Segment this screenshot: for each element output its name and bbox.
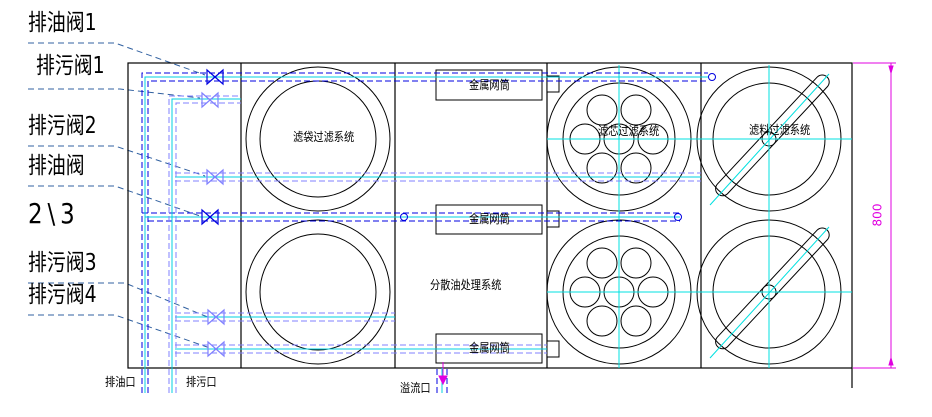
pipe-end-cap [708,73,716,81]
valves [201,68,225,358]
oil-valve-1-icon[interactable] [206,68,224,86]
label-metal-mesh-3: 金属网筒 [469,341,510,355]
oil-valve-2-3-icon[interactable] [201,208,219,226]
label-media-filter: 滤料过滤系统 [749,123,811,137]
center-lines [547,65,852,368]
dimension-line [853,62,896,369]
label-metal-mesh-2: 金属网筒 [469,212,510,226]
leader-lines [28,42,211,349]
sewage-valve-2-icon[interactable] [206,168,224,186]
label-sewage-outlet: 排污口 [186,375,217,389]
label-sewage-valve-1: 排污阀1 [36,53,105,79]
oil-pipes [141,72,708,393]
sewage-valve-1-icon[interactable] [201,91,219,109]
pipe-end-cap [674,213,682,221]
label-dispersed-oil: 分散油处理系统 [430,278,502,292]
sewage-pipes [168,95,701,393]
label-sewage-valve-2: 排污阀2 [28,113,97,139]
pipe-end-cap [400,213,408,221]
dimension-value: 800 [870,203,885,227]
label-oil-valve-1: 排油阀1 [28,10,97,36]
label-oil-outlet: 排油口 [105,375,136,389]
label-metal-mesh-1: 金属网筒 [469,78,510,92]
label-sewage-valve-3: 排污阀3 [28,250,97,276]
label-oil-valve-nums: 2\3 [28,197,80,230]
label-overflow-outlet: 溢流口 [400,381,431,395]
label-bag-filter: 滤袋过滤系统 [293,130,355,144]
overflow-arrow-icon [438,362,448,386]
sewage-valve-4-icon[interactable] [207,340,225,358]
bag-filter-vessels [245,66,391,365]
label-sewage-valve-4: 排污阀4 [28,282,97,308]
label-cartridge-filter: 滤芯过滤系统 [598,124,660,138]
label-oil-valve: 排油阀 [28,153,85,179]
sewage-valve-3-icon[interactable] [207,308,225,326]
